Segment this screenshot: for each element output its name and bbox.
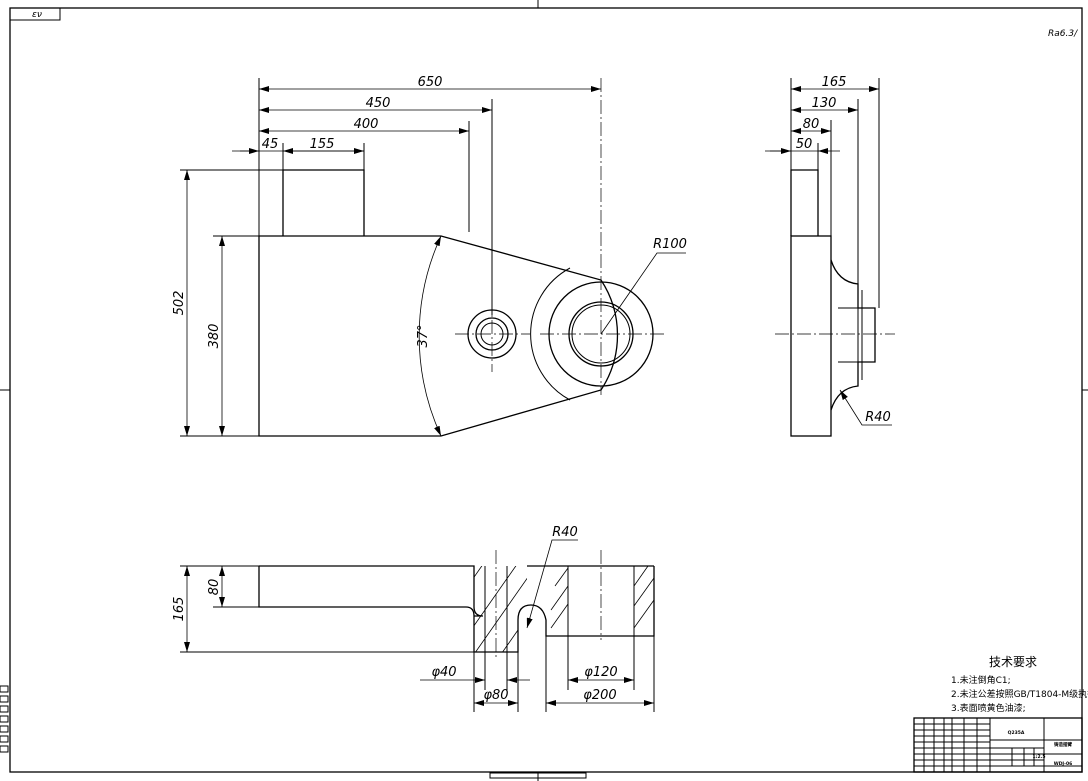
scale: 1:2.5 xyxy=(1033,754,1046,760)
r100-leader xyxy=(600,252,686,335)
side-view: 165 130 80 50 R40 xyxy=(765,75,895,437)
section-outline xyxy=(258,566,655,653)
section-view: 165 80 R40 φ40 φ80 φ120 φ200 xyxy=(172,525,655,712)
dim-165-section: 165 xyxy=(172,597,187,622)
tech-req-item: 1.未注倒角C1; xyxy=(951,674,1011,686)
material: Q235A xyxy=(1008,730,1025,736)
dim-80-section: 80 xyxy=(207,579,222,596)
roughness-symbol: Ra6.3/ xyxy=(1048,29,1078,39)
dim-angle: 37° xyxy=(416,324,431,347)
side-hub xyxy=(830,259,876,411)
dim-502: 502 xyxy=(172,291,187,316)
svg-text:εν: εν xyxy=(32,10,42,20)
dim-165: 165 xyxy=(822,75,847,90)
dim-r40-side: R40 xyxy=(865,410,891,425)
part-name: 铸造摆臂 xyxy=(1054,741,1072,748)
dim-r100: R100 xyxy=(653,237,687,252)
tech-req-item: 3.表面喷黄色油漆; xyxy=(951,702,1026,714)
hub-arc xyxy=(530,267,571,401)
dim-r40-section: R40 xyxy=(552,525,578,540)
drawing-no: WDJ-06 xyxy=(1054,761,1073,767)
front-outline xyxy=(258,235,619,437)
tech-req-title: 技术要求 xyxy=(989,655,1037,669)
dim-phi120: φ120 xyxy=(584,665,617,680)
dim-45: 45 xyxy=(262,137,279,152)
dim-130: 130 xyxy=(812,96,837,111)
dim-phi80: φ80 xyxy=(483,688,508,703)
dim-phi40: φ40 xyxy=(431,665,456,680)
corner-tag: εν xyxy=(9,7,61,21)
hatch-right xyxy=(550,565,655,629)
dim-50: 50 xyxy=(796,137,813,152)
side-plate xyxy=(790,235,832,437)
dim-155: 155 xyxy=(310,137,335,152)
front-view: 650 450 400 45 155 502 380 37° R100 xyxy=(172,75,687,437)
dim-450: 450 xyxy=(366,96,391,111)
dim-380: 380 xyxy=(207,324,222,349)
front-boss xyxy=(282,169,365,236)
dim-400: 400 xyxy=(354,117,379,132)
edge-marks xyxy=(0,685,587,779)
tech-requirements: 技术要求 1.未注倒角C1; 2.未注公差按照GB/T1804-M级执行; 3.… xyxy=(951,655,1088,714)
dim-80: 80 xyxy=(803,117,820,132)
title-block: Q235A 铸造摆臂 WDJ-06 1:2.5 xyxy=(913,717,1083,773)
tech-req-item: 2.未注公差按照GB/T1804-M级执行; xyxy=(951,688,1088,700)
dim-650: 650 xyxy=(418,75,443,90)
dim-phi200: φ200 xyxy=(583,688,616,703)
